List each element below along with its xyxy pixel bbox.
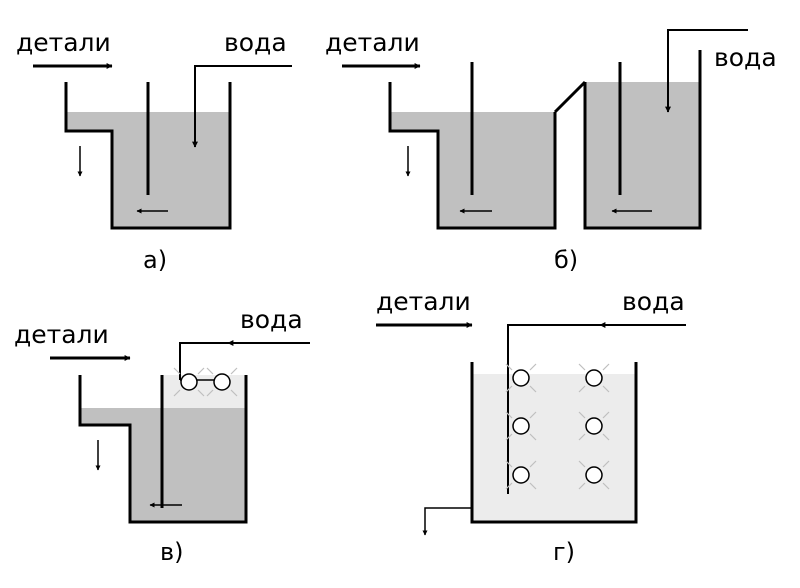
nozzle-icon — [505, 460, 537, 490]
parts-label-a: детали — [16, 28, 111, 57]
tank-b2-wall — [583, 50, 702, 230]
tank-a-wall — [64, 82, 232, 230]
nozzle-icon — [173, 367, 205, 397]
tank-b1-wall — [388, 82, 557, 230]
water-inlet-a — [192, 65, 292, 148]
water-label-a: вода — [224, 28, 287, 57]
scheme-a: детали вода а) — [16, 28, 292, 274]
drain-g — [422, 507, 472, 536]
caption-a: а) — [143, 246, 167, 274]
caption-g: г) — [553, 538, 575, 566]
nozzle-icon — [206, 367, 238, 397]
overflow-b — [553, 80, 587, 114]
water-label-g: вода — [622, 287, 685, 316]
water-label-v: вода — [240, 305, 303, 334]
parts-label-b: детали — [325, 28, 420, 57]
tank-g-wall — [470, 362, 638, 524]
parts-label-g: детали — [376, 287, 471, 316]
water-label-b: вода — [714, 43, 777, 72]
scheme-v: детали вода в) — [14, 305, 310, 566]
caption-b: б) — [554, 246, 578, 274]
scheme-g: детали вода г) — [376, 287, 686, 566]
water-b2 — [585, 82, 700, 228]
tank-v-wall — [78, 375, 248, 524]
water-inlet-v — [179, 342, 310, 380]
spray-zone-g — [472, 374, 636, 522]
nozzle-icon — [578, 460, 610, 490]
water-inlet-b — [665, 29, 748, 113]
nozzle-icon — [505, 363, 537, 393]
nozzle-icon — [578, 363, 610, 393]
parts-label-v: детали — [14, 320, 109, 349]
scheme-b: детали вода б) — [325, 28, 777, 274]
nozzle-icon — [578, 411, 610, 441]
caption-v: в) — [160, 538, 184, 566]
nozzle-icon — [505, 411, 537, 441]
